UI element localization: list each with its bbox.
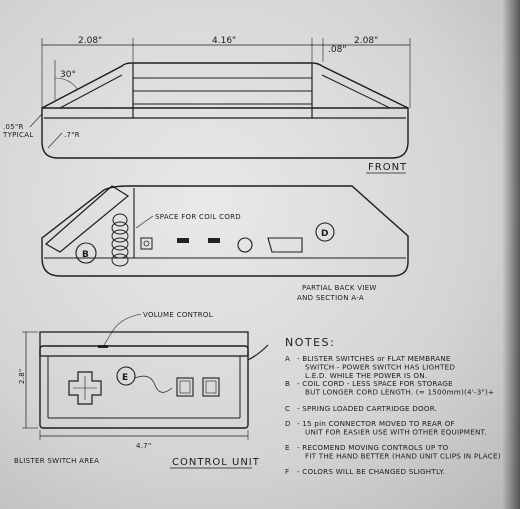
volume-control	[98, 345, 108, 348]
callout-e-leader	[134, 375, 173, 393]
dim-center-label: 4.16"	[212, 36, 236, 46]
notes-block: NOTES: A - BLISTER SWITCHES or FLAT MEMBR…	[285, 336, 501, 476]
front-base	[41, 107, 409, 159]
note-line: FIT THE HAND BETTER (HAND UNIT CLIPS IN …	[305, 452, 501, 461]
note-line: - SPRING LOADED CARTRIDGE DOOR.	[297, 404, 437, 413]
width-dim-label: 4.7"	[136, 442, 152, 450]
power-jack-hole	[143, 240, 150, 247]
pin-connector	[267, 237, 303, 253]
angle-arc	[54, 77, 79, 91]
coil-cord	[111, 213, 129, 267]
control-unit: VOLUME CONTROL E 2.8" 4.7" BLISTER SWITC…	[14, 311, 269, 469]
height-dim-label: 2.8"	[18, 368, 26, 384]
slider-switch	[208, 238, 220, 243]
blister-switch-label: BLISTER SWITCH AREA	[14, 457, 99, 465]
control-cord	[247, 344, 269, 361]
note-line: L.E.D. WHILE THE POWER IS ON.	[305, 371, 427, 380]
front-bevel-inner	[321, 74, 391, 109]
note-line: - COIL CORD - LESS SPACE FOR STORAGE	[297, 379, 453, 388]
callout-b-circle	[75, 242, 97, 264]
radius-leader	[47, 132, 63, 149]
callout-e-circle	[116, 366, 136, 386]
dim-left-label: 2.08"	[78, 36, 102, 46]
callout-e: E	[122, 373, 128, 383]
back-title-line1: PARTIAL BACK VIEW	[302, 284, 377, 292]
note-letter: A	[285, 354, 290, 363]
front-view: 2.08" 4.16" .08" 2.08" 30° .05"R TYPICAL…	[2, 36, 411, 174]
control-unit-title: CONTROL UNIT	[172, 457, 260, 468]
radius-small-label: .7"R	[64, 131, 80, 139]
note-letter: D	[285, 419, 291, 428]
note-line: - COLORS WILL BE CHANGED SLIGHTLY.	[297, 467, 445, 476]
note-line: UNIT FOR EASIER USE WITH OTHER EQUIPMENT…	[305, 428, 487, 437]
callout-b: B	[82, 250, 89, 260]
callout-d: D	[321, 229, 328, 239]
front-top-bevel	[41, 62, 409, 109]
note-letter: F	[285, 467, 289, 476]
power-jack	[140, 237, 153, 250]
dpad	[68, 371, 102, 405]
action-button-2	[202, 377, 220, 397]
note-letter: C	[285, 404, 290, 413]
action-button-1	[176, 377, 194, 397]
volume-control-label: VOLUME CONTROL	[143, 311, 213, 319]
note-line: BUT LONGER CORD LENGTH. (≈ 1500mm)(4'-3"…	[305, 388, 494, 397]
front-bevel-inner	[59, 74, 123, 109]
note-line: - 15 pin CONNECTOR MOVED TO REAR OF	[297, 419, 455, 428]
angle-label: 30°	[60, 70, 76, 80]
dim-right-label: 2.08"	[354, 36, 378, 46]
note-letter: B	[285, 379, 290, 388]
coil-cord-label: SPACE FOR COIL CORD	[155, 213, 241, 221]
action-button-1-inner	[179, 380, 191, 394]
slider-switch	[177, 238, 189, 243]
control-top-edge	[39, 331, 249, 357]
note-line: SWITCH - POWER SWITCH HAS LIGHTED	[305, 363, 455, 372]
notes-heading: NOTES:	[285, 336, 335, 349]
radius-leader	[29, 113, 43, 128]
round-connector	[237, 237, 253, 253]
callout-d-circle	[315, 222, 335, 242]
action-button-2-inner	[205, 380, 217, 394]
dim-gap-label: .08"	[328, 45, 346, 55]
note-line: - BLISTER SWITCHES or FLAT MEMBRANE	[297, 354, 451, 363]
control-body	[39, 345, 249, 429]
coil-leader	[135, 215, 154, 229]
volume-leader	[103, 313, 142, 346]
front-title: FRONT	[368, 162, 407, 173]
note-line: - RECOMEND MOVING CONTROLS UP TO	[297, 443, 448, 452]
back-title-line2: AND SECTION A-A	[297, 294, 364, 302]
back-view: B SPACE FOR COIL CORD D PARTIAL BACK VIE…	[41, 185, 409, 302]
radius-typical-label: .05"R	[3, 123, 24, 131]
cartridge-door	[44, 185, 130, 253]
note-letter: E	[285, 443, 290, 452]
typical-label: TYPICAL	[2, 131, 34, 139]
